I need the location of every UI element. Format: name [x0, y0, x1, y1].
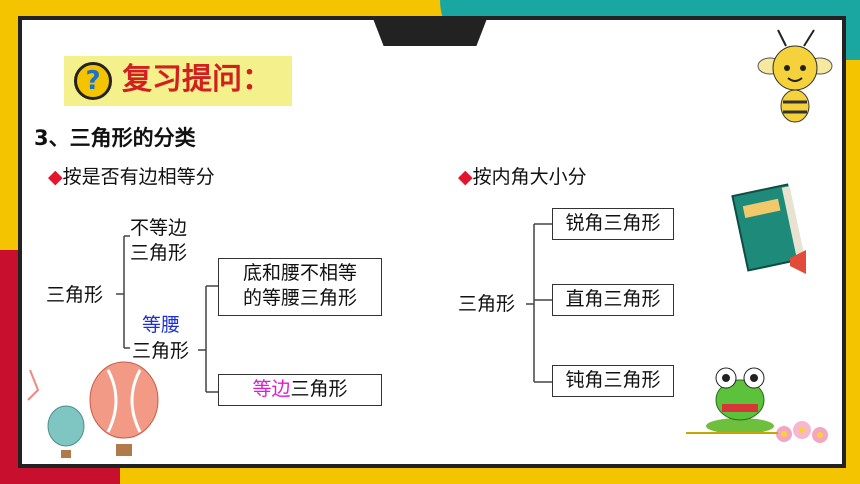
obtuse-triangle-box: 钝角三角形 [552, 365, 674, 397]
equilateral-box: 等边三角形 [218, 374, 382, 406]
question-icon: ? [74, 62, 112, 100]
page-title: 复习提问： [122, 62, 272, 97]
right-root-label: 三角形 [458, 293, 516, 315]
isosceles-unequal-box: 底和腰不相等 的等腰三角形 [218, 258, 382, 316]
bee-icon [757, 29, 833, 123]
isosceles-unequal-line2: 的等腰三角形 [242, 287, 357, 309]
scalene-label-line2: 三角形 [130, 242, 188, 264]
balloon-icon [27, 361, 159, 458]
diamond-bullet-icon: ◆ [48, 166, 63, 188]
decor-line [686, 432, 778, 434]
frog-icon [706, 367, 774, 434]
equilateral-prefix: 等边 [252, 378, 291, 400]
panel-top-tab [372, 16, 488, 46]
scalene-label-line1: 不等边 [130, 217, 188, 239]
right-section-text: 按内角大小分 [472, 166, 587, 188]
flower-icon [776, 421, 828, 443]
isosceles-label-line2: 三角形 [132, 340, 190, 362]
left-section-label: ◆按是否有边相等分 [48, 162, 215, 189]
equilateral-suffix: 三角形 [290, 378, 348, 400]
acute-triangle-box: 锐角三角形 [552, 208, 674, 240]
right-triangle-box: 直角三角形 [552, 284, 674, 316]
subheading: 3、三角形的分类 [34, 126, 196, 150]
diamond-bullet-icon: ◆ [458, 166, 473, 188]
isosceles-label-line1: 等腰 [142, 314, 181, 336]
left-root-label: 三角形 [46, 284, 104, 306]
book-icon [731, 183, 806, 274]
left-section-text: 按是否有边相等分 [62, 166, 215, 188]
right-section-label: ◆按内角大小分 [458, 162, 587, 189]
isosceles-unequal-line1: 底和腰不相等 [242, 262, 357, 284]
